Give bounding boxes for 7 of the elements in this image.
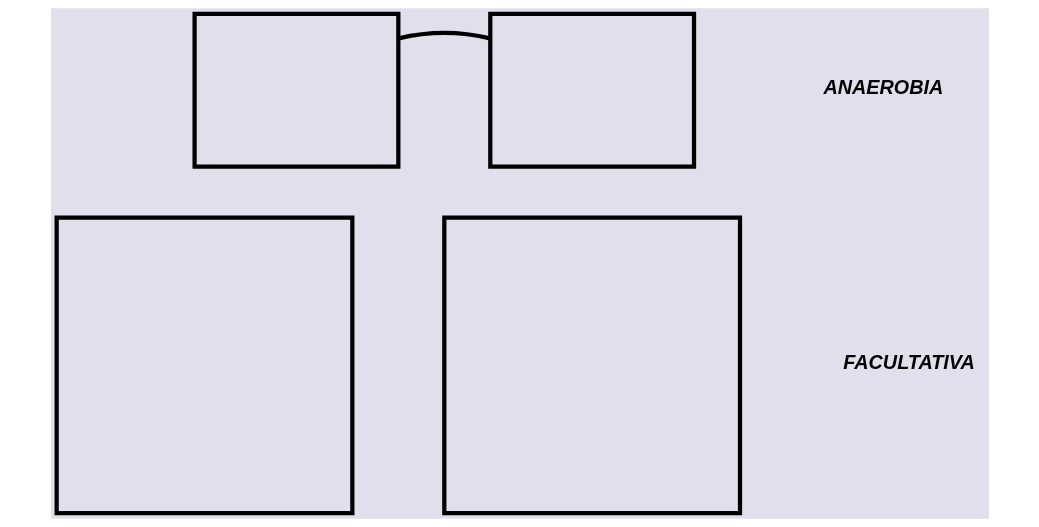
node-box	[192, 11, 400, 169]
label: FACULTATIVA	[842, 351, 975, 374]
connector	[397, 30, 491, 41]
node-box	[487, 11, 696, 169]
node-box	[441, 215, 742, 516]
node-box	[54, 215, 354, 516]
label: ANAEROBIA	[822, 76, 943, 99]
